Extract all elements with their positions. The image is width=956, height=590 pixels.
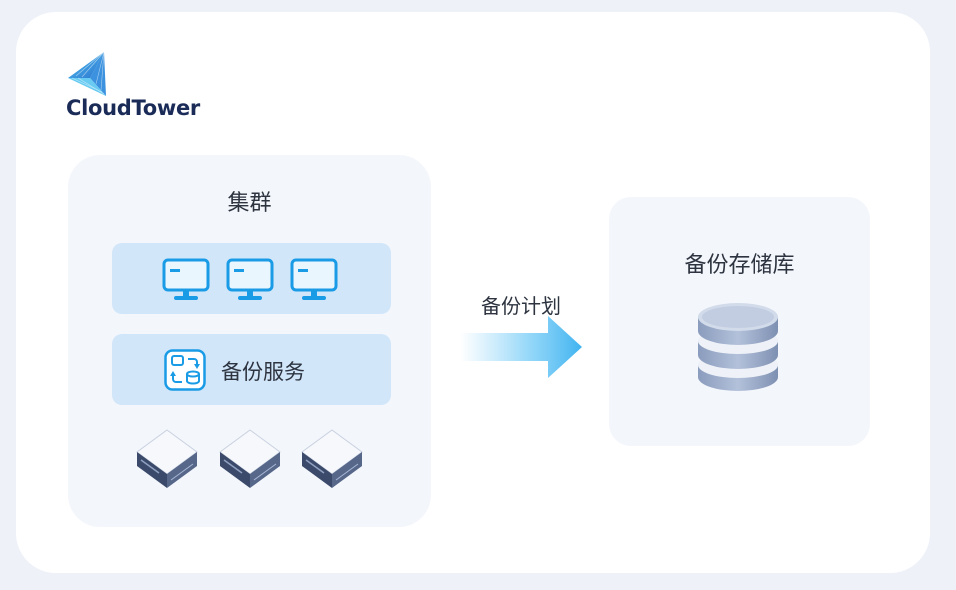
- backup-service-label: 备份服务: [221, 360, 305, 384]
- backup-plan-label: 备份计划: [481, 294, 561, 318]
- backup-repository-title: 备份存储库: [684, 253, 795, 278]
- brand-name: CloudTower: [66, 96, 200, 120]
- server-icon: [136, 429, 198, 488]
- monitor-icon: [162, 258, 210, 300]
- cloudtower-logo-icon: [68, 51, 106, 96]
- database-icon: [698, 303, 778, 391]
- cluster-title: 集群: [227, 191, 272, 216]
- monitor-icon: [290, 258, 338, 300]
- backup-service-row: 备份服务: [112, 334, 391, 405]
- server-icon: [301, 429, 363, 488]
- vm-row: [112, 243, 391, 314]
- backup-service-icon: [164, 349, 206, 391]
- right-arrow-icon: [460, 316, 582, 378]
- monitor-icon: [226, 258, 274, 300]
- server-icon: [219, 429, 281, 488]
